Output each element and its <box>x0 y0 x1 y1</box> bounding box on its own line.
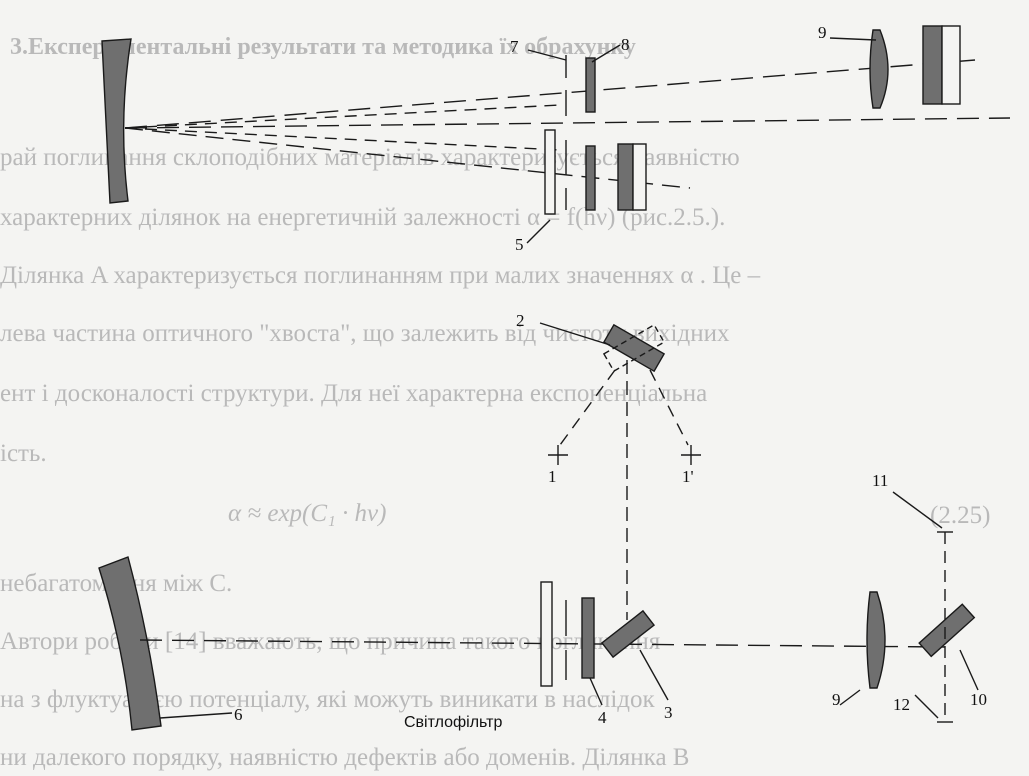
bg-line-9: на з флуктуацією потенціалу, які можуть … <box>0 686 655 713</box>
middle-plate <box>585 145 596 211</box>
bg-line-5: ент і досконалості структури. Для неї ха… <box>0 380 708 407</box>
leader-4 <box>589 677 603 706</box>
label-1-prime: 1' <box>682 467 694 486</box>
label-3: 3 <box>664 703 673 722</box>
upper-beam-to-lens <box>124 59 976 129</box>
upper-detector-light <box>941 25 961 105</box>
leader-9-lower <box>839 689 861 706</box>
mirror-3 <box>600 609 656 659</box>
upper-beam-main <box>124 117 1011 129</box>
bg-line-2: характерних ділянок на енергетичній зале… <box>0 204 726 231</box>
upper-detector-dark <box>922 25 943 105</box>
light-filter <box>540 581 553 687</box>
element-8-plate <box>585 57 596 113</box>
upper-beam-lower <box>124 127 691 189</box>
leader-5 <box>526 219 551 244</box>
middle-detector-light <box>632 143 647 211</box>
label-4: 4 <box>598 708 607 727</box>
beam-to-source-1 <box>559 369 616 446</box>
upper-lens-9 <box>869 29 889 109</box>
upper-beam-ray-b <box>124 127 561 151</box>
leader-2 <box>539 322 611 346</box>
label-9-upper: 9 <box>818 23 827 42</box>
bg-formula: α ≈ exp(C₁ · hν) <box>228 500 387 527</box>
label-5: 5 <box>515 235 524 254</box>
lower-concave-mirror-6 <box>98 556 162 731</box>
leader-10 <box>959 649 979 691</box>
beam-to-source-1p <box>649 369 689 446</box>
upper-concave-mirror <box>101 38 132 204</box>
mirror-10 <box>918 603 976 658</box>
lower-lens-9 <box>866 591 886 689</box>
leader-11 <box>892 491 943 529</box>
bg-line-10: ни далекого порядку, наявністю дефектів … <box>0 744 690 771</box>
leader-8 <box>591 44 621 63</box>
label-7: 7 <box>510 37 519 56</box>
rotating-mirror-2 <box>602 323 666 373</box>
filter-5 <box>544 129 556 215</box>
label-10: 10 <box>970 690 987 709</box>
element-4 <box>581 597 595 679</box>
label-12: 12 <box>893 695 910 714</box>
middle-detector-dark <box>617 143 634 211</box>
label-11: 11 <box>872 471 888 490</box>
label-9-lower: 9 <box>832 690 841 709</box>
rotating-mirror-2-alt <box>602 323 666 373</box>
bg-line-3: Ділянка A характеризується поглинанням п… <box>0 262 761 289</box>
leader-6 <box>159 712 233 719</box>
label-1: 1 <box>548 467 557 486</box>
label-8: 8 <box>621 35 630 54</box>
bg-eq-number: (2.25) <box>930 502 991 529</box>
leader-7 <box>527 49 567 61</box>
leader-3 <box>639 649 669 701</box>
upper-beam-ray-a <box>124 104 561 129</box>
leader-9 <box>829 37 877 41</box>
bg-line-6: ість. <box>0 440 47 467</box>
label-light-filter: Світлофільтр <box>404 714 502 731</box>
label-2: 2 <box>516 311 525 330</box>
label-6: 6 <box>234 705 243 724</box>
leader-12 <box>914 694 939 719</box>
